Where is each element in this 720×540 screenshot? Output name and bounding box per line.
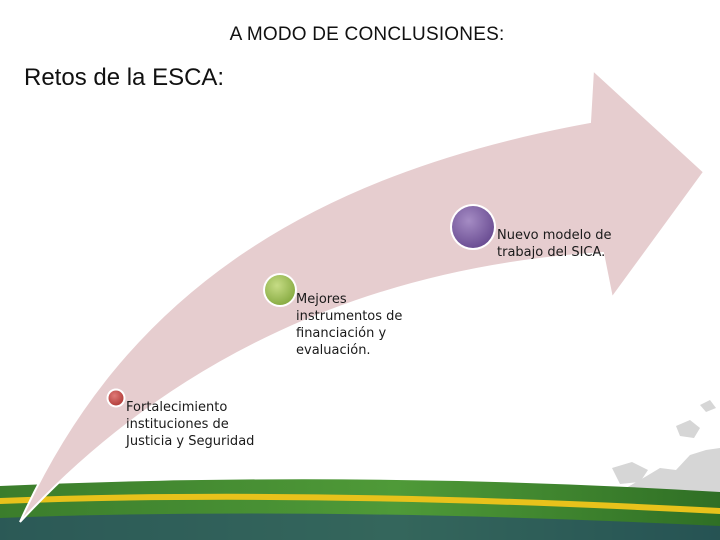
milestone-3-line: Nuevo modelo de xyxy=(497,228,612,243)
milestone-label-3: Nuevo modelo de trabajo del SICA. xyxy=(497,227,612,261)
milestone-label-2: Mejores instrumentos de financiación y e… xyxy=(296,291,402,359)
milestone-label-1: Fortalecimiento instituciones de Justici… xyxy=(126,399,254,450)
milestone-marker-2 xyxy=(263,273,297,307)
slide-subtitle: Retos de la ESCA: xyxy=(24,64,225,91)
growth-arrow-shape xyxy=(19,67,706,523)
milestone-marker-1 xyxy=(106,388,126,408)
milestone-1-line: Fortalecimiento xyxy=(126,400,228,415)
milestone-2-line: Mejores xyxy=(296,292,347,307)
milestone-marker-3 xyxy=(450,204,496,250)
milestone-1-line: Justicia y Seguridad xyxy=(126,434,255,449)
milestone-2-line: instrumentos de xyxy=(296,309,403,324)
footer-band xyxy=(0,479,720,540)
milestone-3-line: trabajo del SICA. xyxy=(497,245,606,260)
milestone-2-line: financiación y xyxy=(296,326,387,341)
slide-title: A MODO DE CONCLUSIONES: xyxy=(229,24,505,45)
milestone-1-line: instituciones de xyxy=(126,417,229,432)
milestone-2-line: evaluación. xyxy=(296,343,371,358)
